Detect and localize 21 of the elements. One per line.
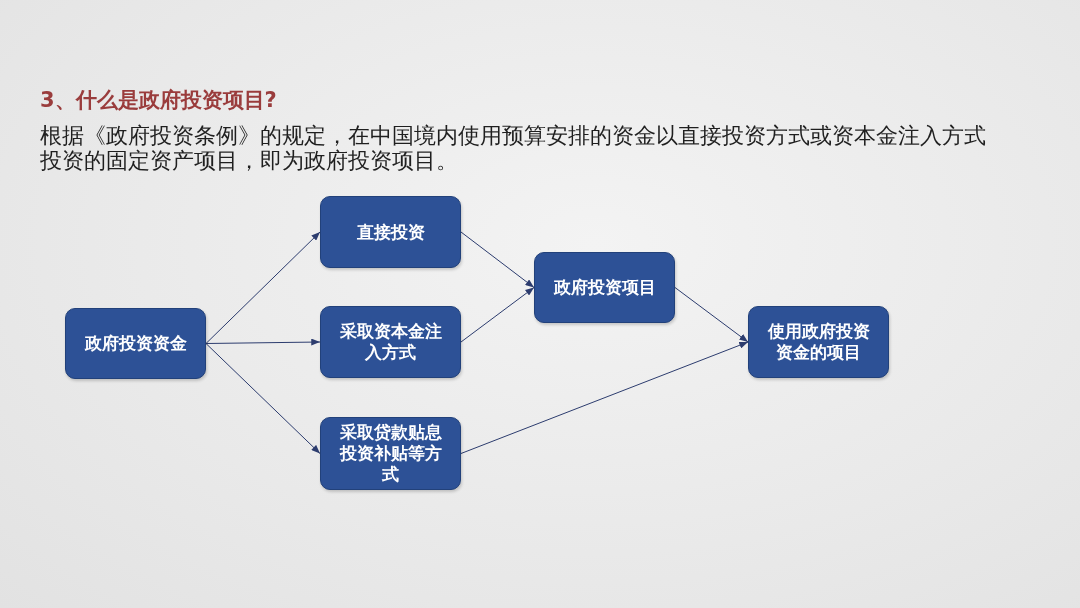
process-box [534,252,675,323]
arrow [674,287,749,343]
process-box [320,306,461,378]
arrow [460,287,535,343]
node-label: 政府投资资金 [84,333,187,354]
arrow [460,341,749,454]
node-label: 使用政府投资资金的项目 [767,321,870,363]
arrow [205,338,321,346]
process-box [320,196,461,268]
section-heading: 3、什么是政府投资项目? [40,87,277,114]
process-box [748,306,889,378]
process-box [65,308,206,379]
arrow [460,231,535,288]
node-label: 直接投资 [356,221,425,243]
node-label: 政府投资项目 [553,277,656,298]
node-label: 采取资本金注入方式 [339,321,442,363]
process-box [320,417,461,490]
node-label: 采取贷款贴息投资补贴等方式 [339,422,442,485]
arrow [205,231,321,344]
arrow [205,343,321,454]
definition-text: 根据《政府投资条例》的规定，在中国境内使用预算安排的资金以直接投资方式或资本金注入方式投资的固定资产项目，即为政府投资项目。 [40,123,987,173]
